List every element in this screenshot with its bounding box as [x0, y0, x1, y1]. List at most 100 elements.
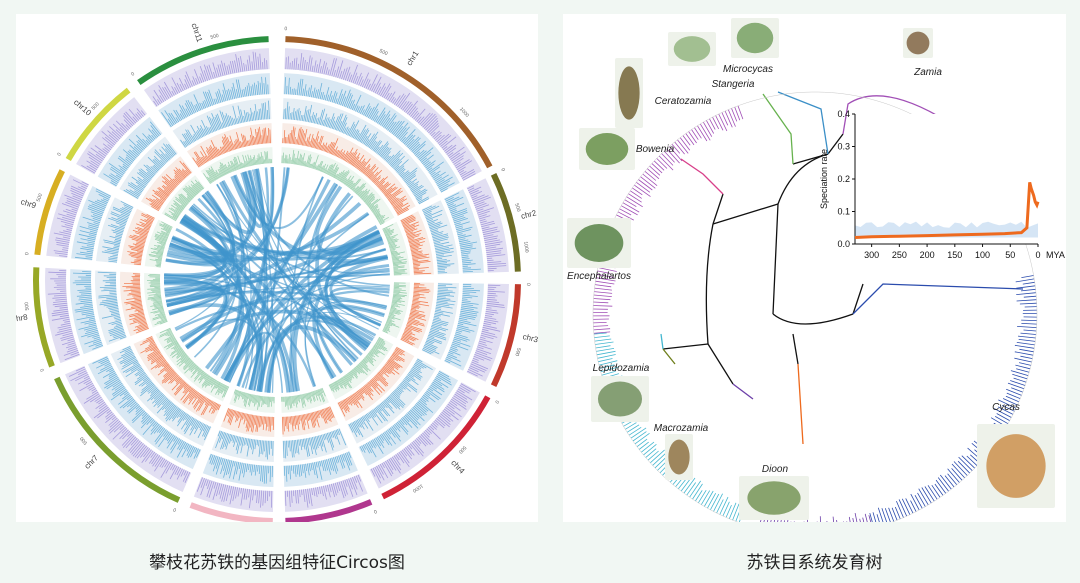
- chromosome-label: chr8: [16, 312, 29, 323]
- track-1-histogram: [284, 474, 364, 508]
- backbone-branch: [852, 283, 864, 315]
- y-tick-label: 0.1: [837, 207, 850, 217]
- tick-label: 500: [79, 435, 89, 445]
- backbone-branch: [827, 133, 844, 155]
- synteny-link: [189, 207, 387, 260]
- track-2-background: [71, 186, 112, 261]
- track-2-background: [97, 116, 163, 187]
- synteny-links: [163, 167, 390, 393]
- inset-plot-area: [855, 114, 1038, 244]
- track-5-histogram: [328, 337, 388, 393]
- track-4-histogram: [282, 406, 335, 435]
- tick-label: 500: [91, 101, 101, 111]
- track-2-histogram: [444, 284, 481, 367]
- track-4-background: [281, 123, 416, 216]
- track-5-histogram: [148, 221, 173, 268]
- synteny-link: [304, 300, 388, 387]
- track-1-background: [193, 476, 274, 512]
- track-5-histogram: [164, 179, 205, 222]
- cycad-image-lepidozamia: [591, 376, 649, 422]
- cycad-image-zamia: [903, 28, 933, 58]
- track-3-histogram: [215, 430, 274, 460]
- tick-label: 500: [378, 48, 388, 57]
- track-1-histogram: [81, 108, 146, 174]
- synteny-link: [184, 309, 374, 349]
- track-4-histogram: [400, 282, 431, 346]
- track-5-histogram: [382, 223, 408, 276]
- taxon-label-bowenia: Bowenia: [636, 144, 675, 155]
- track-4-histogram: [122, 273, 149, 334]
- synteny-link: [329, 286, 390, 327]
- chromosome-label: chr10: [72, 98, 93, 118]
- synteny-link: [248, 170, 390, 297]
- track-3-histogram: [282, 428, 347, 459]
- clade-dioon: [797, 363, 804, 445]
- track-2-histogram: [283, 451, 353, 482]
- backbone-branch: [662, 343, 709, 350]
- tick-label: 1000: [522, 241, 529, 253]
- x-tick-label: 50: [1005, 250, 1015, 260]
- track-2-histogram: [92, 356, 201, 459]
- track-3-background: [282, 98, 438, 205]
- synteny-link: [166, 285, 390, 306]
- clade-branch: [762, 93, 794, 165]
- ideogram-chr4: [381, 395, 491, 500]
- cycad-image-encephalartos: [567, 218, 631, 268]
- track-4-histogram: [145, 160, 192, 212]
- taxon-label-stangeria: Stangeria: [712, 79, 755, 90]
- circos-plot: 05001000chr105001000chr20500chr305001000…: [11, 22, 540, 543]
- backbone-branch: [707, 343, 734, 385]
- taxon-label-lepidozamia: Lepidozamia: [593, 363, 650, 374]
- ideogram-chr3: [490, 284, 521, 387]
- track-5-histogram: [203, 151, 272, 184]
- track-3-histogram: [101, 200, 134, 263]
- track-1-histogram: [370, 383, 476, 484]
- synteny-link: [258, 319, 371, 392]
- track-3-background: [119, 136, 178, 200]
- track-1-background: [284, 48, 482, 181]
- speciation-rate-line: [854, 181, 1040, 239]
- cycad-image-microcycas-shape: [736, 22, 774, 54]
- tick-label: 1000: [411, 482, 424, 493]
- clade-branch: [662, 348, 676, 365]
- synteny-link: [164, 256, 388, 296]
- clade-branch: [732, 383, 754, 400]
- track-2-histogram: [444, 192, 481, 273]
- track-3-histogram: [348, 358, 433, 438]
- tick-label: 500: [213, 520, 223, 522]
- backbone-branch: [712, 193, 724, 225]
- taxon-label-ceratozamia: Ceratozamia: [655, 96, 712, 107]
- track-4-histogram: [223, 408, 275, 433]
- track-2-background: [202, 453, 274, 487]
- y-tick-label: 0.3: [837, 142, 850, 152]
- backbone-branch: [705, 223, 714, 345]
- synteny-link: [307, 183, 344, 373]
- tick-label: 1000: [458, 106, 470, 118]
- track-2-background: [87, 355, 202, 470]
- track-4-histogram: [127, 213, 155, 266]
- track-5-histogram: [281, 149, 389, 226]
- track-1-histogram: [53, 179, 89, 257]
- x-tick-label: 300: [864, 250, 879, 260]
- synteny-link: [233, 174, 388, 263]
- track-5-histogram: [159, 327, 230, 398]
- synteny-link: [312, 256, 389, 380]
- cycad-image-ceratozamia: [615, 58, 643, 128]
- track-2-histogram: [208, 453, 273, 484]
- taxon-label-dioon: Dioon: [762, 464, 789, 475]
- track-1-histogram: [152, 51, 268, 107]
- chromosome-label: chr1: [405, 49, 421, 67]
- ideogram-chr10: [65, 87, 131, 161]
- synteny-link: [257, 168, 358, 360]
- chromosome-label: chr7: [83, 453, 101, 471]
- track-3-background: [421, 282, 459, 360]
- track-3-histogram: [422, 283, 457, 355]
- x-tick-label: 150: [947, 250, 962, 260]
